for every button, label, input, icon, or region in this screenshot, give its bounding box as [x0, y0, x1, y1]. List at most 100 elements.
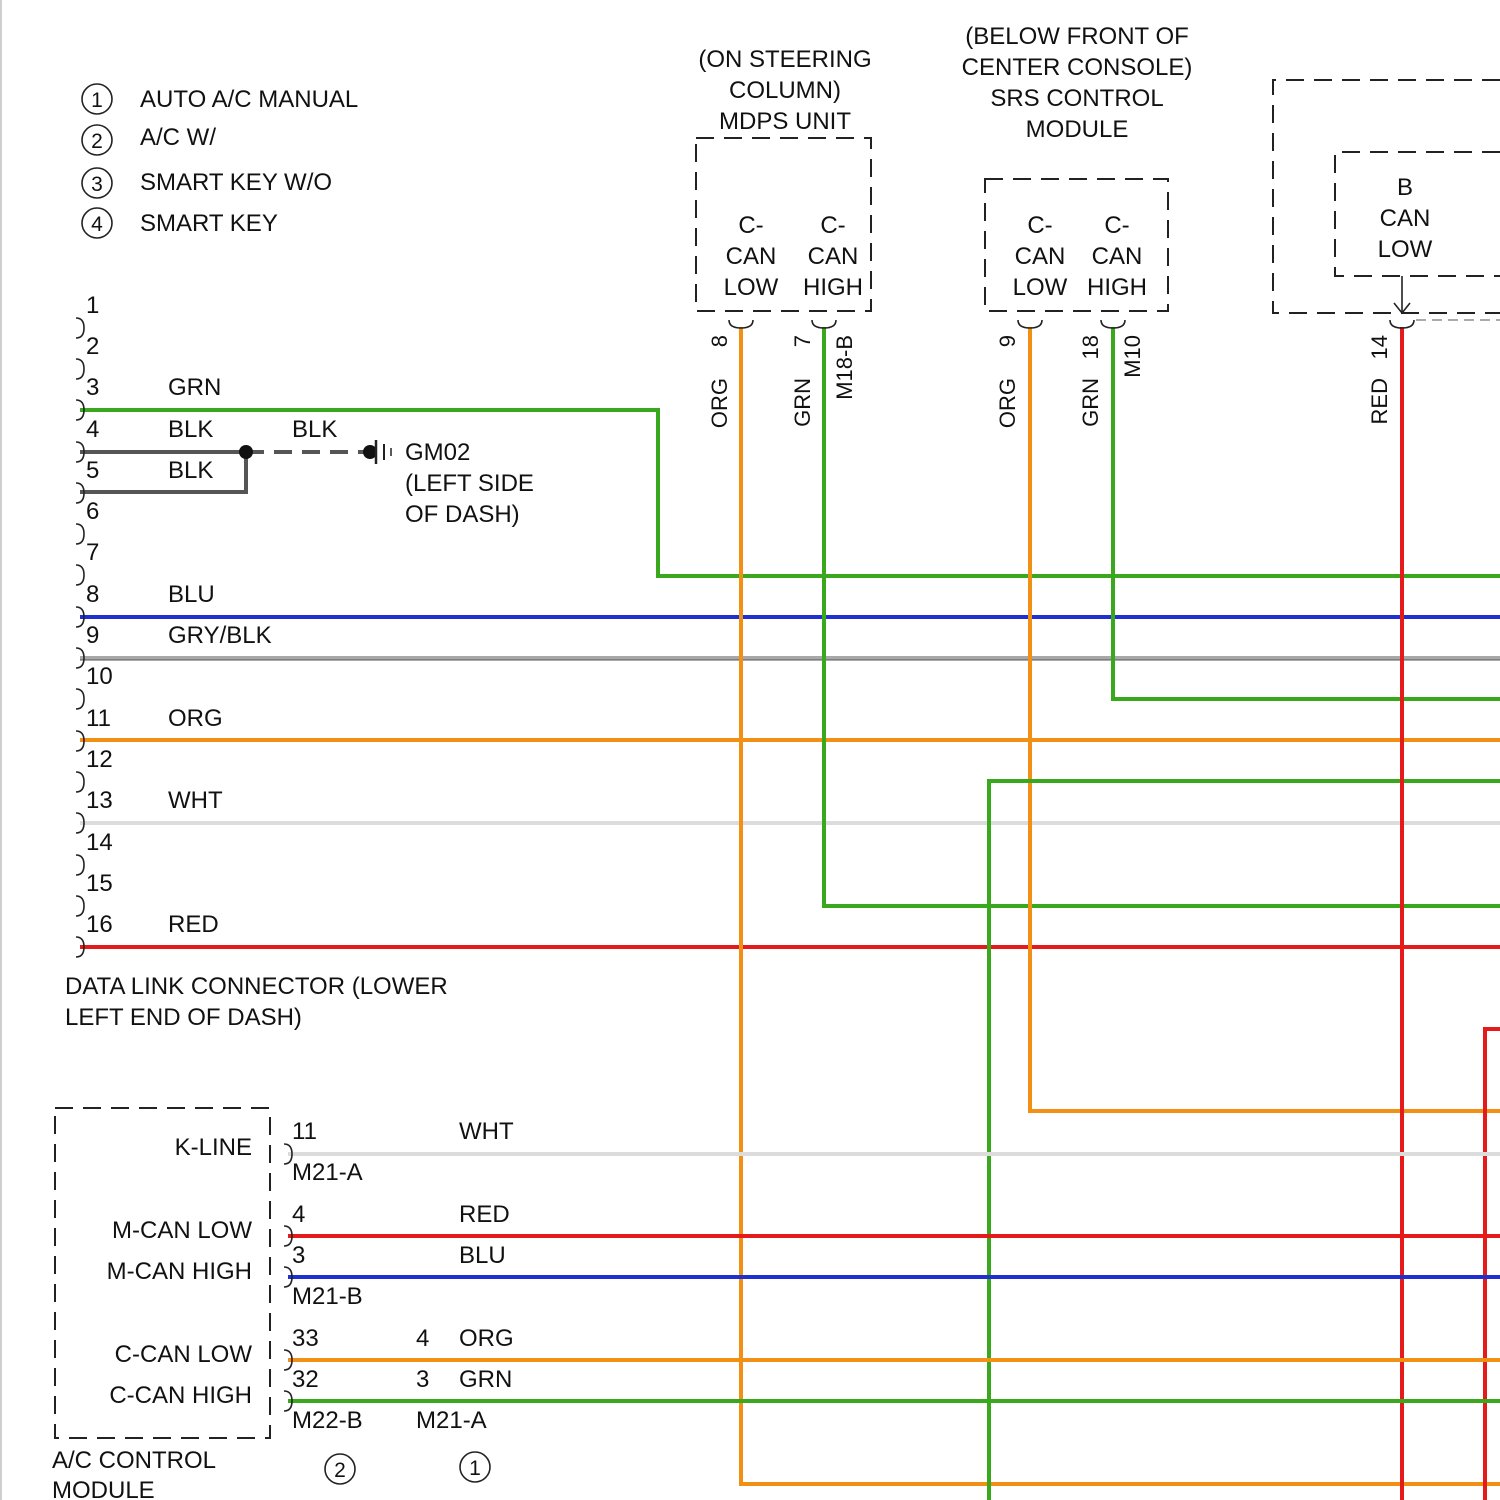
bcan-module: B CAN LOW 14 RED — [1273, 80, 1500, 424]
legend-text: AUTO A/C MANUAL — [140, 86, 358, 113]
pin-number: 3 — [416, 1366, 429, 1393]
pin-function-label: CAN — [1380, 205, 1431, 232]
legend-item-4: 4 SMART KEY — [82, 208, 278, 238]
legend-num: 1 — [91, 89, 103, 112]
pin-function-label: M-CAN LOW — [112, 1217, 252, 1244]
connector-pin-markers — [1018, 320, 1125, 328]
pin-number: 11 — [86, 705, 111, 732]
mdps-unit: (ON STEERING COLUMN) MDPS UNIT C- CAN LO… — [696, 46, 872, 428]
wire-red-right — [1485, 1029, 1500, 1500]
ac-control-module: K-LINE M-CAN LOW M-CAN HIGH C-CAN LOW C-… — [52, 1108, 514, 1500]
legend-item-3: 3 SMART KEY W/O — [82, 168, 332, 198]
pin-number: 4 — [292, 1201, 305, 1228]
wire-color-label: GRN — [790, 378, 815, 427]
legend-num: 3 — [91, 173, 103, 196]
wire-color-label: BLU — [459, 1242, 506, 1269]
wire-grn-srs-high — [1113, 327, 1500, 699]
data-link-connector: 1 2 3 4 5 6 7 8 9 10 11 12 13 14 15 16 G… — [65, 292, 448, 1031]
pin-function-label: CAN — [726, 243, 777, 270]
wire-color-label: GRN — [459, 1366, 512, 1393]
ground-gm02: BLK GM02 (LEFT SIDE OF DASH) — [239, 416, 534, 528]
pin-function-label: K-LINE — [175, 1134, 252, 1161]
component-name: MODULE — [52, 1477, 155, 1500]
wire-color-label: ORG — [168, 705, 223, 732]
pin-number: 8 — [707, 335, 732, 347]
connector-title: DATA LINK CONNECTOR (LOWER — [65, 973, 448, 1000]
pin-number: 33 — [292, 1325, 319, 1352]
pin-function-label: C-CAN HIGH — [109, 1382, 252, 1409]
wire-blk-dlc5 — [80, 452, 246, 492]
connector-pin-markers — [729, 320, 836, 328]
legend-item-1: 1 AUTO A/C MANUAL — [82, 84, 358, 114]
pin-function-label: LOW — [1013, 274, 1068, 301]
pin-function-label: C- — [1027, 212, 1052, 239]
variant-number: 2 — [334, 1459, 346, 1482]
pin-number: 9 — [995, 335, 1020, 347]
connector-pin-markers — [76, 318, 84, 957]
connector-id: M21-B — [292, 1283, 363, 1310]
component-location: (ON STEERING — [698, 46, 871, 73]
connector-id: M21-A — [292, 1159, 363, 1186]
pin-number: 9 — [86, 622, 99, 649]
pin-number: 8 — [86, 581, 99, 608]
wire-color-label: ORG — [459, 1325, 514, 1352]
legend-num: 4 — [91, 213, 103, 236]
pin-number: 14 — [86, 829, 113, 856]
pin-function-label: B — [1397, 174, 1413, 201]
wire-color-label: ORG — [995, 378, 1020, 428]
pin-number: 7 — [86, 539, 99, 566]
wire-color-label: BLK — [168, 416, 213, 443]
legend-item-2: 2 A/C W/ — [82, 124, 216, 155]
pin-number: 11 — [292, 1118, 317, 1145]
wire-grn-vertical — [989, 781, 1500, 1500]
component-name: A/C CONTROL — [52, 1447, 216, 1474]
pin-number: 18 — [1078, 335, 1103, 359]
wire-color-label: BLK — [292, 416, 337, 443]
pin-function-label: HIGH — [1087, 274, 1147, 301]
wire-color-label: GRY/BLK — [168, 622, 272, 649]
pin-number: 15 — [86, 870, 113, 897]
connector-id: M10 — [1120, 335, 1145, 378]
pin-function-label: C- — [1104, 212, 1129, 239]
wire-color-label: WHT — [168, 787, 223, 814]
legend-text: A/C W/ — [140, 124, 216, 151]
connector-title: LEFT END OF DASH) — [65, 1004, 302, 1031]
pin-function-label: HIGH — [803, 274, 863, 301]
wire-color-label: RED — [1367, 378, 1392, 424]
wire-color-label: GRN — [168, 374, 221, 401]
connector-id: M22-B — [292, 1407, 363, 1434]
pin-number: 16 — [86, 911, 113, 938]
pin-function-label: C-CAN LOW — [115, 1341, 253, 1368]
pin-number: 6 — [86, 498, 99, 525]
wire-org-srs-low — [1030, 327, 1500, 1111]
pin-number: 4 — [86, 416, 99, 443]
pin-number: 12 — [86, 746, 113, 773]
pin-number: 32 — [292, 1366, 319, 1393]
legend-text: SMART KEY — [140, 210, 278, 237]
connector-id: M18-B — [832, 335, 857, 400]
wire-color-label: RED — [459, 1201, 510, 1228]
pin-function-label: CAN — [1015, 243, 1066, 270]
component-location: (BELOW FRONT OF — [965, 23, 1189, 50]
pin-number: 2 — [86, 333, 99, 360]
pin-function-label: CAN — [1092, 243, 1143, 270]
connector-pin-markers — [1390, 320, 1414, 328]
pin-number: 14 — [1367, 335, 1392, 359]
wire-color-label: BLK — [168, 457, 213, 484]
wire-color-label: GRN — [1078, 378, 1103, 427]
ground-id: GM02 — [405, 439, 470, 466]
wire-color-label: WHT — [459, 1118, 514, 1145]
pin-number: 3 — [86, 374, 99, 401]
legend: 1 AUTO A/C MANUAL 2 A/C W/ 3 SMART KEY W… — [82, 84, 358, 238]
wire-color-label: ORG — [707, 378, 732, 428]
pin-function-label: C- — [738, 212, 763, 239]
pin-number: 10 — [86, 663, 113, 690]
pin-function-label: LOW — [724, 274, 779, 301]
pin-function-label: LOW — [1378, 236, 1433, 263]
component-location: CENTER CONSOLE) — [962, 54, 1193, 81]
component-location: COLUMN) — [729, 77, 841, 104]
pin-number: 4 — [416, 1325, 429, 1352]
variant-number: 1 — [469, 1457, 481, 1480]
pin-number: 5 — [86, 457, 99, 484]
